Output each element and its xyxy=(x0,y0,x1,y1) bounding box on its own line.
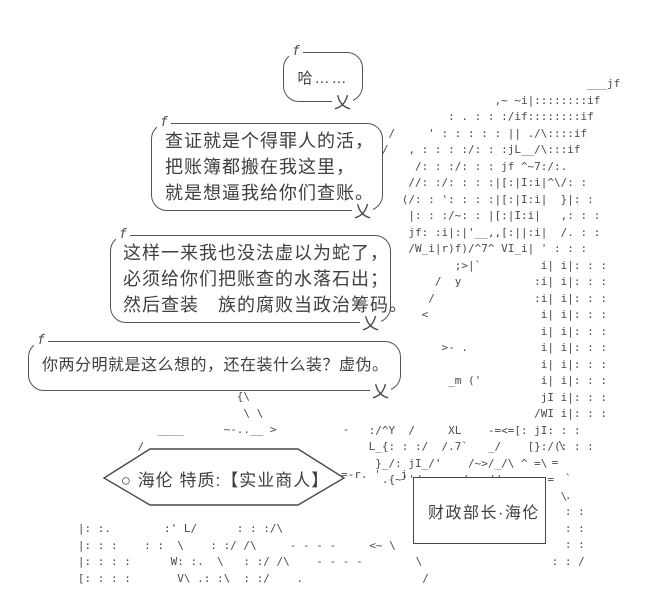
bubble-corner-glyph: f xyxy=(116,227,130,242)
bubble-tail-glyph: 乂 xyxy=(370,382,391,402)
bubble-text-line: 查证就是个得罪人的活， xyxy=(165,131,374,151)
speech-bubble-2: f 查证就是个得罪人的活， 把账簿都搬在我这里， 就是想逼我给你们查账。 乂 xyxy=(151,115,383,221)
bubble-text-line: 这样一来我也没法虚以为蛇了， xyxy=(123,243,389,263)
name-plate: 财政部长·海伦 xyxy=(413,477,546,544)
bubble-text-line: 把账簿都搬在我这里， xyxy=(165,157,355,177)
bubble-tail-glyph: 乂 xyxy=(360,314,381,334)
ascii-art-dots-fragment: \ = ` . : : : : : : : : / xyxy=(551,439,585,568)
bubble-text-line: 你两分明就是这么想的，还在装什么装？虚伪。 xyxy=(42,357,389,374)
bubble-corner-glyph: f xyxy=(289,44,303,59)
bubble-corner-glyph: f xyxy=(157,115,171,130)
bubble-text-line: 然后查装 族的腐败当政治筹码。 xyxy=(123,295,408,315)
ascii-art-right-figure: ___jf ,~ ~i|::::::::if : . : : :/if:::::… xyxy=(368,77,621,503)
character-trait-label: ○ 海伦 特质:【实业商人】 xyxy=(120,471,330,490)
ascii-art-left-figure: {\ \ \ ____ ~-..__ > - / |: :. :' L/ : :… xyxy=(77,390,429,585)
bubble-text-line: 必须给你们把账查的水落石出； xyxy=(123,269,389,289)
octagon-border xyxy=(102,448,346,506)
speech-bubble-3: f 这样一来我也没法虚以为蛇了， 必须给你们把账查的水落石出； 然后查装 族的腐… xyxy=(110,227,408,333)
bubble-corner-glyph: f xyxy=(34,333,48,348)
ascii-art-torso-fragment: =-r. ' j xyxy=(341,468,408,481)
bubble-text-line: 哈…… xyxy=(297,70,349,87)
speech-bubble-1: f 哈…… 乂 xyxy=(283,44,363,112)
bubble-tail-glyph: 乂 xyxy=(352,202,373,222)
speech-bubble-4: f 你两分明就是这么想的，还在装什么装？虚伪。 乂 xyxy=(28,333,401,401)
name-plate-text: 财政部长·海伦 xyxy=(428,504,540,522)
bubble-text-line: 就是想逼我给你们查账。 xyxy=(165,183,374,203)
bubble-tail-glyph: 乂 xyxy=(332,93,353,113)
